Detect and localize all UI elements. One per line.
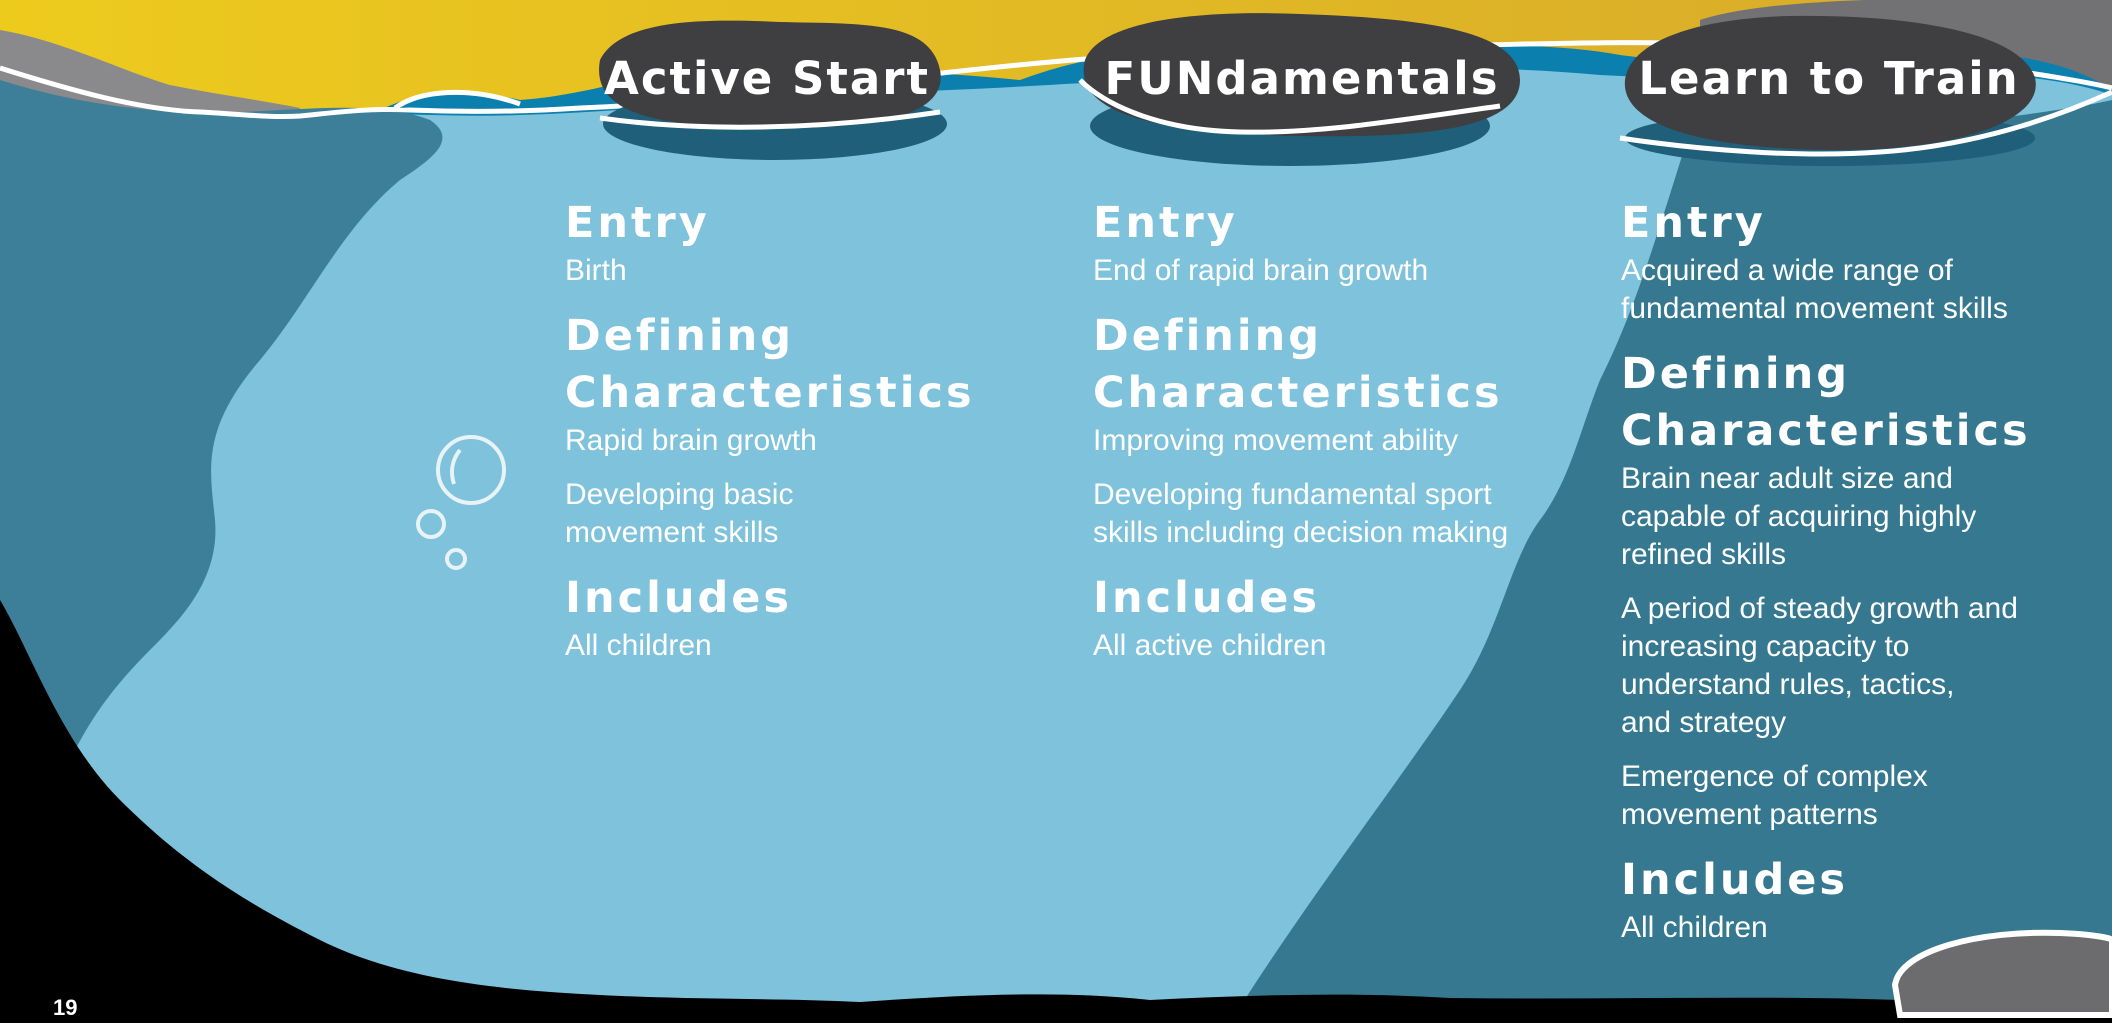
- characteristic-text: movement patterns: [1621, 798, 1878, 831]
- defining-heading-line-2: Characteristics: [565, 368, 975, 418]
- characteristic-text: understand rules, tactics,: [1621, 668, 1955, 701]
- includes-heading: Includes: [1093, 573, 1320, 623]
- characteristic-text: capable of acquiring highly: [1621, 500, 1977, 533]
- water-left-dark: [0, 80, 443, 760]
- entry-text: End of rapid brain growth: [1093, 254, 1429, 287]
- stage-column-fundamentals: Entry End of rapid brain growth Defining…: [1093, 195, 1553, 665]
- entry-heading: Entry: [1093, 198, 1238, 248]
- characteristic-text: Emergence of complex: [1621, 760, 1928, 793]
- defining-heading-line-1: Defining: [565, 311, 795, 361]
- defining-heading-line-2: Characteristics: [1621, 406, 2031, 456]
- characteristic-text: Developing basic: [565, 478, 794, 511]
- rock-bottom-right: [1891, 929, 2112, 1018]
- entry-heading: Entry: [1621, 198, 1766, 248]
- surface-line-front: [599, 78, 2112, 157]
- entry-text: Birth: [565, 254, 627, 287]
- seabed: [0, 600, 2112, 1023]
- characteristic-text: skills including decision making: [1093, 516, 1509, 549]
- stage-title-fundamentals: FUNdamentals: [1104, 52, 1500, 105]
- characteristic-text: A period of steady growth and: [1621, 592, 2018, 625]
- surface-bump-left: [393, 89, 521, 111]
- defining-heading-line-1: Defining: [1621, 349, 1851, 399]
- bubbles-icon: [416, 435, 506, 570]
- stage-column-active-start: Entry Birth Defining Characteristics Rap…: [565, 195, 985, 665]
- entry-heading: Entry: [565, 198, 710, 248]
- defining-heading-line-1: Defining: [1093, 311, 1323, 361]
- rock-active-start: [599, 20, 941, 129]
- characteristic-text: Rapid brain growth: [565, 424, 817, 457]
- characteristic-text: refined skills: [1621, 538, 1787, 571]
- page-number: 19: [53, 995, 78, 1020]
- includes-heading: Includes: [565, 573, 792, 623]
- characteristic-text: increasing capacity to: [1621, 630, 1910, 663]
- rock-learn-to-train: [1624, 15, 2036, 150]
- water-right-dark: [1230, 100, 2112, 1023]
- entry-text: Acquired a wide range of: [1621, 254, 1953, 287]
- stage-title-active-start: Active Start: [604, 52, 930, 105]
- includes-text: All children: [1621, 911, 1768, 944]
- characteristic-text: Brain near adult size and: [1621, 462, 1953, 495]
- defining-heading-line-2: Characteristics: [1093, 368, 1503, 418]
- stage-column-learn-to-train: Entry Acquired a wide range of fundament…: [1621, 195, 2081, 947]
- characteristic-text: and strategy: [1621, 706, 1787, 739]
- characteristic-text: Developing fundamental sport: [1093, 478, 1492, 511]
- characteristic-text: Improving movement ability: [1093, 424, 1459, 457]
- stage-title-learn-to-train: Learn to Train: [1638, 52, 2020, 105]
- rock-fundamentals: [1083, 13, 1520, 137]
- includes-heading: Includes: [1621, 855, 1848, 905]
- includes-text: All active children: [1093, 629, 1327, 662]
- includes-text: All children: [565, 629, 712, 662]
- characteristic-text: movement skills: [565, 516, 779, 549]
- entry-text: fundamental movement skills: [1621, 292, 2008, 325]
